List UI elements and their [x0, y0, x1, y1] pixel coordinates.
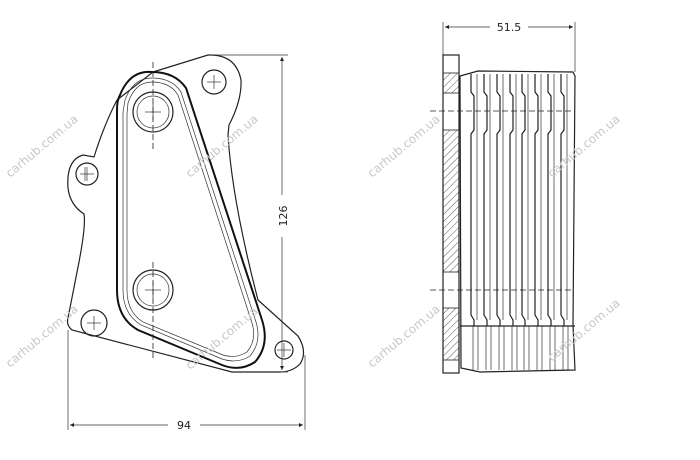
gasket-outer	[116, 70, 266, 369]
side-view: 51.5	[430, 21, 576, 374]
cooler-plates	[470, 74, 569, 370]
cooler-plate	[470, 74, 475, 326]
core-outline	[459, 70, 576, 373]
watermark: carhub.com.ua	[365, 302, 443, 370]
watermark: carhub.com.ua	[3, 302, 81, 370]
cooler-plate	[483, 74, 488, 326]
bolt-hole	[75, 162, 99, 186]
watermark: carhub.com.ua	[365, 112, 443, 180]
cooler-plate-edge	[523, 74, 530, 370]
height-dimension: 126	[277, 206, 290, 227]
cooler-plate-edge	[549, 74, 556, 370]
front-view: 126 94	[66, 54, 306, 432]
cooler-plate	[534, 74, 539, 326]
cooler-plate-edge	[498, 74, 505, 370]
cooler-plate	[496, 74, 501, 326]
bolt-hole	[274, 340, 294, 360]
width-dimension: 94	[177, 419, 191, 432]
depth-dimension: 51.5	[497, 21, 522, 34]
cooler-plate-edge	[562, 74, 569, 370]
cooler-plate-edge	[485, 74, 492, 370]
bolt-hole	[80, 309, 108, 337]
watermark: carhub.com.ua	[545, 112, 623, 180]
gasket-inner	[122, 77, 259, 362]
cooler-plate-edge	[472, 74, 479, 370]
gasket-inner-2	[126, 81, 254, 357]
watermark: carhub.com.ua	[545, 296, 623, 364]
cooler-plate	[547, 74, 552, 326]
cooler-plate-edge	[536, 74, 543, 370]
watermark: carhub.com.ua	[183, 304, 261, 372]
bolt-hole	[201, 69, 227, 95]
cooler-plate	[521, 74, 526, 326]
cooler-plate-edge	[511, 74, 518, 370]
plate-outline	[66, 54, 305, 373]
cooler-plate	[560, 74, 565, 326]
cooler-plate	[509, 74, 514, 326]
